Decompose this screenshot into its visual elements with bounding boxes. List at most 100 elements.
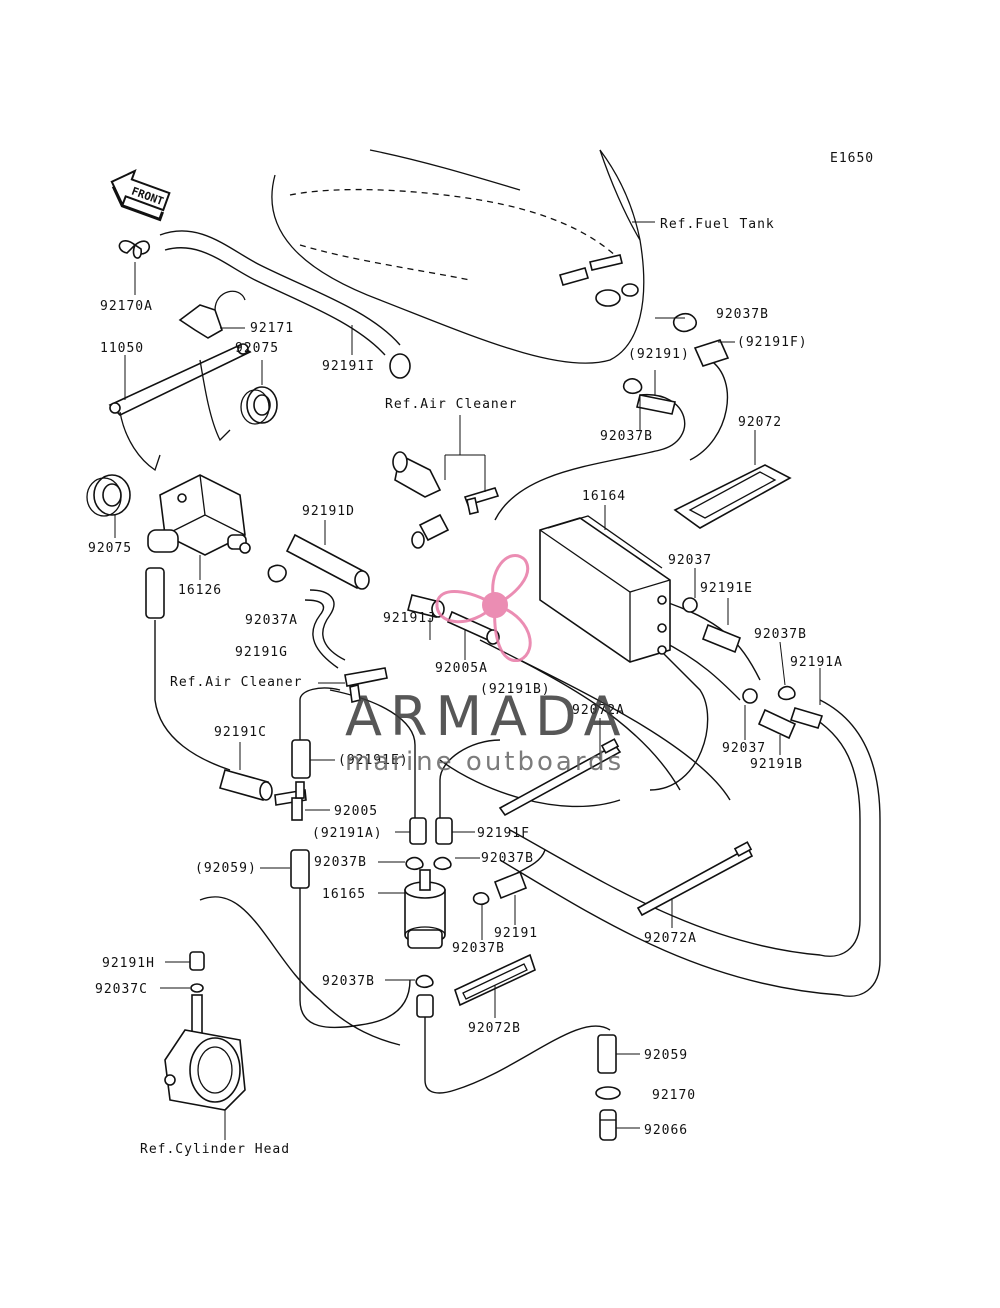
strap-92072A-bottom-icon	[636, 841, 754, 917]
watermark-propeller-icon	[435, 554, 532, 662]
tank-top-fittings-icon	[558, 254, 639, 307]
bracket-92072-icon	[673, 464, 792, 529]
watermark-tagline: marine outboards	[345, 747, 624, 777]
label-92191A: 92191A	[790, 655, 843, 670]
tee-92005-icon	[274, 781, 307, 821]
clip-92037B-tr-icon	[672, 312, 697, 333]
clip-92037B-mid-icon	[622, 377, 643, 395]
hose-92191H-icon	[189, 951, 205, 971]
hose-92059-bottom-icon	[597, 1034, 617, 1074]
label-92191E: 92191E	[700, 581, 753, 596]
tee-fitting-air-cleaner-icon	[344, 667, 388, 703]
front-arrow-icon: FRONT	[110, 169, 171, 222]
clip-92037-top-icon	[682, 597, 698, 613]
label-92191H: 92191H	[102, 956, 155, 971]
label-92191: 92191	[494, 926, 538, 941]
fuel-tank-outline	[271, 149, 655, 364]
hose-lines	[154, 230, 881, 1094]
hose-92037A-icon	[309, 589, 346, 661]
label-92059: 92059	[644, 1048, 688, 1063]
label-92037B-tr: 92037B	[716, 307, 769, 322]
label-92037B-c4: 92037B	[322, 974, 375, 989]
grommet-92075-top-icon	[240, 386, 278, 425]
ref-air-cleaner-left-label: Ref.Air Cleaner	[170, 675, 302, 690]
label-92037B-c1: 92037B	[314, 855, 367, 870]
label-92037B-mid: 92037B	[600, 429, 653, 444]
label-92005: 92005	[334, 804, 378, 819]
label-92191B-paren: (92191B)	[480, 682, 551, 697]
clip-92037B-c1-icon	[405, 856, 424, 871]
label-92072A-bottom: 92072A	[644, 931, 697, 946]
label-92037B-c2: 92037B	[481, 851, 534, 866]
hose-under-filter-icon	[416, 994, 434, 1018]
clip-92170A-icon	[118, 239, 151, 259]
label-92191F: 92191F	[477, 826, 530, 841]
bracket-92072B-icon	[454, 953, 536, 1007]
hose-92191F-center-icon	[435, 817, 453, 845]
filter-16165-icon	[404, 869, 446, 949]
hose-92191E-icon	[701, 623, 742, 654]
label-16165: 16165	[322, 887, 366, 902]
clip-92170-icon	[595, 1086, 621, 1100]
label-16164: 16164	[582, 489, 626, 504]
hose-92191F-top-icon	[693, 339, 730, 367]
clip-92171-icon	[178, 290, 246, 339]
label-92191E-paren: (92191E)	[338, 753, 409, 768]
label-92037A: 92037A	[245, 613, 298, 628]
label-92037C: 92037C	[95, 982, 148, 997]
hose-92191A-icon	[789, 707, 824, 729]
label-92037-right: 92037	[722, 741, 766, 756]
label-11050: 11050	[100, 341, 144, 356]
air-cleaner-fittings-icon	[392, 451, 500, 549]
intake-holder-cylinder-head-icon	[164, 994, 246, 1111]
label-92075-left: 92075	[88, 541, 132, 556]
label-92037B-c3: 92037B	[452, 941, 505, 956]
label-92191-paren: (92191)	[628, 347, 690, 362]
hose-92191-top-icon	[636, 394, 676, 415]
clip-92037B-right-icon	[777, 685, 796, 701]
diagram-code: E1650	[830, 151, 874, 166]
leader-lines	[114, 262, 821, 1140]
hose-92191-center-icon	[493, 870, 528, 900]
label-92191B: 92191B	[750, 757, 803, 772]
label-92170: 92170	[652, 1088, 696, 1103]
part-labels: E1650 Ref.Fuel Tank 92170A 92171 11050 9…	[88, 151, 874, 1157]
hose-92191A-center-icon	[409, 817, 427, 845]
hose-92191J-icon	[407, 594, 445, 618]
label-92037-top: 92037	[668, 553, 712, 568]
label-92170A: 92170A	[100, 299, 153, 314]
ref-air-cleaner-top-label: Ref.Air Cleaner	[385, 397, 517, 412]
strap-92072A-top-icon	[498, 738, 622, 817]
label-92171: 92171	[250, 321, 294, 336]
hose-end-92191I	[389, 353, 411, 379]
hose-92191D-icon	[285, 533, 370, 590]
fitting-92066-icon	[599, 1109, 617, 1141]
hose-left-vertical-icon	[145, 567, 165, 619]
label-92191F-paren: (92191F)	[737, 335, 808, 350]
label-92191D: 92191D	[302, 504, 355, 519]
hose-92191B-icon	[757, 708, 797, 740]
canister-16164-icon	[539, 515, 671, 663]
watermark-brand: ARMADA	[345, 685, 629, 748]
label-92191G: 92191G	[235, 645, 288, 660]
hose-92191C-icon	[219, 769, 273, 801]
label-92066: 92066	[644, 1123, 688, 1138]
bracket-11050-icon	[108, 343, 252, 472]
clip-92037B-c4-icon	[415, 974, 434, 989]
label-92191A-paren: (92191A)	[312, 826, 383, 841]
label-92005A: 92005A	[435, 661, 488, 676]
grommet-92075-left-icon	[86, 474, 131, 517]
hose-92191E-center-icon	[291, 739, 311, 779]
hose-92059-center-icon	[290, 849, 310, 889]
label-92072B: 92072B	[468, 1021, 521, 1036]
label-92191C: 92191C	[214, 725, 267, 740]
valve-16126-icon	[147, 474, 251, 556]
ref-fuel-tank-label: Ref.Fuel Tank	[660, 217, 775, 232]
label-92072: 92072	[738, 415, 782, 430]
label-92059-paren: (92059)	[195, 861, 257, 876]
ref-cylinder-head-label: Ref.Cylinder Head	[140, 1142, 290, 1157]
label-92037B-right: 92037B	[754, 627, 807, 642]
clip-92037-right-icon	[742, 688, 758, 704]
clip-92037C-icon	[190, 983, 204, 993]
